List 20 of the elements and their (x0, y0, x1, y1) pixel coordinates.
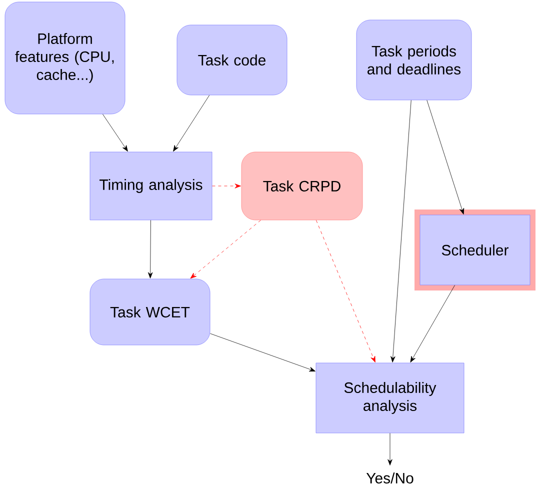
arrow (212, 184, 241, 188)
arrow (210, 333, 316, 372)
process-box: Timing analysis (90, 152, 212, 220)
arrow (410, 285, 455, 362)
process-box: Scheduler (414, 210, 536, 290)
process-box: Task code (176, 24, 288, 96)
arrow (388, 432, 392, 466)
process-box: Platform features (CPU, cache...) (4, 2, 126, 114)
output-label: Yes/No (366, 472, 414, 484)
arrow (390, 100, 412, 362)
arrow (173, 95, 210, 152)
arrow (102, 114, 128, 152)
process-box: Schedulability analysis (316, 362, 464, 434)
process-box: Task periods and deadlines (356, 20, 472, 100)
process-box: Task WCET (90, 278, 210, 346)
process-box: Task CRPD (241, 152, 363, 220)
arrow (426, 100, 464, 214)
arrow (316, 220, 376, 362)
arrow (190, 220, 261, 279)
arrow (148, 220, 153, 278)
